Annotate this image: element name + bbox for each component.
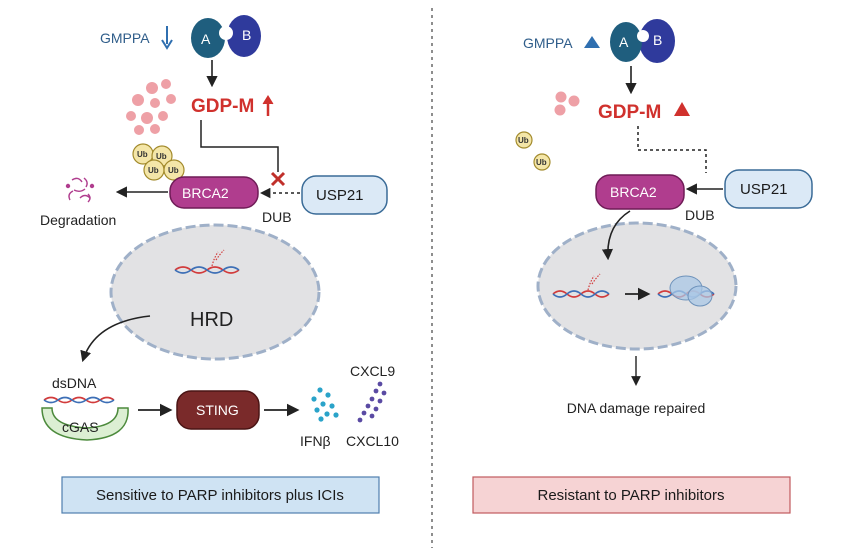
left-protein-b-label: B <box>242 27 251 43</box>
ub-label: Ub <box>536 158 547 167</box>
right-dashed-link <box>637 126 707 173</box>
right-gmppa-label: GMPPA <box>523 35 573 51</box>
left-hrd-label: HRD <box>190 309 233 331</box>
right-gdp-label: GDP-M <box>598 102 661 123</box>
cxcl9-label: CXCL9 <box>350 363 395 379</box>
left-brca2-node <box>169 176 259 209</box>
ub-label: Ub <box>137 150 148 159</box>
right-brca2-label: BRCA2 <box>610 184 657 200</box>
left-cgas-shape <box>41 407 129 441</box>
right-repaired-label: DNA damage repaired <box>567 400 706 416</box>
up-triangle-icon <box>584 36 600 48</box>
ifnb-label: IFNβ <box>300 433 331 449</box>
left-sting-label: STING <box>196 402 239 418</box>
right-protein-b-label: B <box>653 32 662 48</box>
ub-label: Ub <box>168 166 179 175</box>
down-arrow-icon <box>161 26 173 50</box>
right-protein-a-label: A <box>619 34 629 50</box>
left-caption: Sensitive to PARP inhibitors plus ICIs <box>96 487 344 504</box>
right-caption: Resistant to PARP inhibitors <box>537 487 724 504</box>
cxcl-molecules <box>357 381 387 423</box>
right-panel: GMPPA A B GDP-M Ub Ub BRCA2 USP21 DUB <box>472 19 813 514</box>
left-inhibition-line <box>200 120 279 172</box>
right-brca2-nucleus-arrow <box>601 210 631 261</box>
right-usp21-label: USP21 <box>740 181 788 198</box>
left-caption-box <box>61 476 380 514</box>
left-sting-node <box>176 390 260 430</box>
left-hrd-arrow <box>80 315 151 363</box>
left-cgas-label: cGAS <box>62 419 99 435</box>
left-degradation-label: Degradation <box>40 212 116 228</box>
left-nucleus <box>109 223 321 361</box>
left-brca2-label: BRCA2 <box>182 185 229 201</box>
right-usp21-node <box>724 169 813 209</box>
left-protein-ab: A B <box>191 15 261 58</box>
right-ub-molecules: Ub Ub <box>515 131 551 171</box>
left-dna-break-icon <box>174 249 240 274</box>
right-repaired-dna-icon <box>657 275 715 307</box>
right-gdp-molecules <box>554 91 580 116</box>
degraded-fragments-icon <box>65 177 95 203</box>
left-dub-label: DUB <box>262 209 292 225</box>
right-dub-label: DUB <box>685 207 715 223</box>
up-arrow-icon <box>262 95 274 116</box>
left-dsdna-label: dsDNA <box>52 375 97 391</box>
right-dna-break-icon <box>552 273 610 298</box>
left-gdp-label: GDP-M <box>191 96 254 117</box>
ub-label: Ub <box>156 152 167 161</box>
up-triangle-red-icon <box>674 102 690 116</box>
right-protein-ab: A B <box>610 19 675 63</box>
right-caption-box <box>472 476 791 514</box>
ub-label: Ub <box>518 136 529 145</box>
ifnb-molecules <box>311 387 339 422</box>
left-protein-a-label: A <box>201 31 211 47</box>
ub-label: Ub <box>148 166 159 175</box>
right-nucleus <box>536 221 738 351</box>
inhibit-x-icon <box>270 171 286 187</box>
left-gmppa-label: GMPPA <box>100 30 150 46</box>
left-ub-cluster: Ub Ub Ub Ub <box>132 143 185 181</box>
left-panel: GMPPA A B GDP-M <box>40 15 399 514</box>
left-usp21-node <box>301 175 388 215</box>
cxcl10-label: CXCL10 <box>346 433 399 449</box>
right-brca2-node <box>595 174 685 210</box>
left-dsdna-icon <box>43 396 115 404</box>
left-usp21-label: USP21 <box>316 187 364 204</box>
left-gdp-molecules <box>126 79 176 135</box>
